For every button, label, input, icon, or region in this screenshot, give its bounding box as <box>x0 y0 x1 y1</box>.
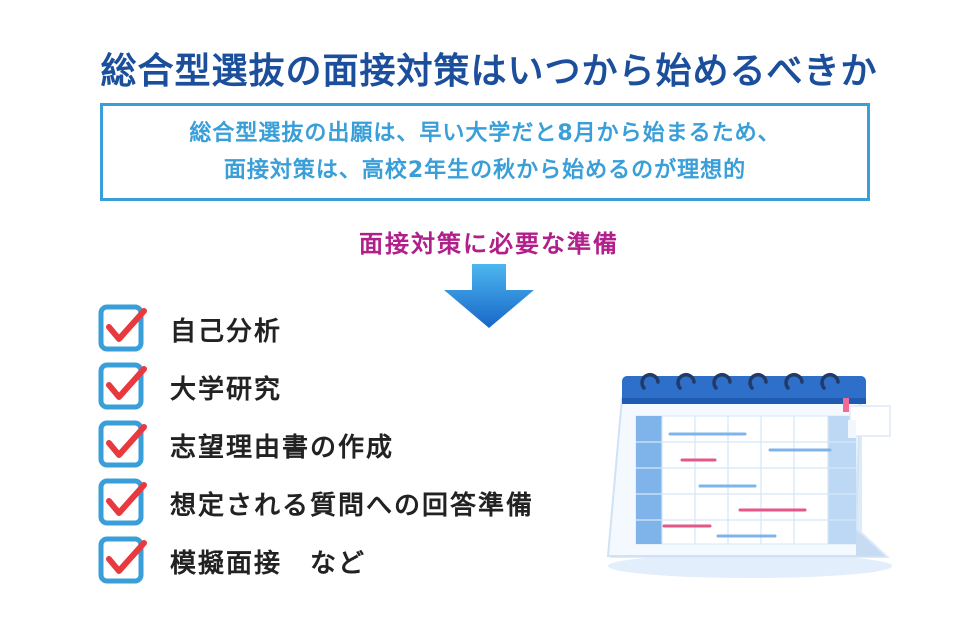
checklist-label: 志望理由書の作成 <box>170 432 395 463</box>
page-title: 総合型選抜の面接対策はいつから始めるべきか <box>100 51 878 92</box>
summary-line-1: 総合型選抜の出願は、早い大学だと8月から始まるため、 <box>189 121 781 146</box>
summary-box: 総合型選抜の出願は、早い大学だと8月から始まるため、 面接対策は、高校2年生の秋… <box>100 103 870 201</box>
checkbox-checked-icon <box>98 362 147 410</box>
down-arrow-icon <box>444 264 534 328</box>
checkbox-checked-icon <box>98 478 147 526</box>
section-heading: 面接対策に必要な準備 <box>359 230 619 258</box>
checklist-label: 自己分析 <box>170 316 283 347</box>
summary-line-2: 面接対策は、高校2年生の秋から始めるのが理想的 <box>223 158 747 183</box>
checklist-item: 自己分析 <box>98 300 534 358</box>
calendar-illustration <box>606 373 892 578</box>
checkbox-checked-icon <box>98 536 147 584</box>
checklist-item: 志望理由書の作成 <box>98 416 534 474</box>
checkbox-checked-icon <box>98 304 147 352</box>
checkbox-checked-icon <box>98 420 147 468</box>
checklist-label: 想定される質問への回答準備 <box>170 490 535 521</box>
checklist-item: 模擬面接 など <box>98 532 534 590</box>
checklist-label: 大学研究 <box>170 374 283 405</box>
prep-checklist: 自己分析 大学研究 志望理由書の作成 想定される質問への回答準備 模擬面接 など <box>98 300 534 590</box>
checklist-item: 大学研究 <box>98 358 534 416</box>
checklist-item: 想定される質問への回答準備 <box>98 474 534 532</box>
checklist-label: 模擬面接 など <box>170 548 367 579</box>
